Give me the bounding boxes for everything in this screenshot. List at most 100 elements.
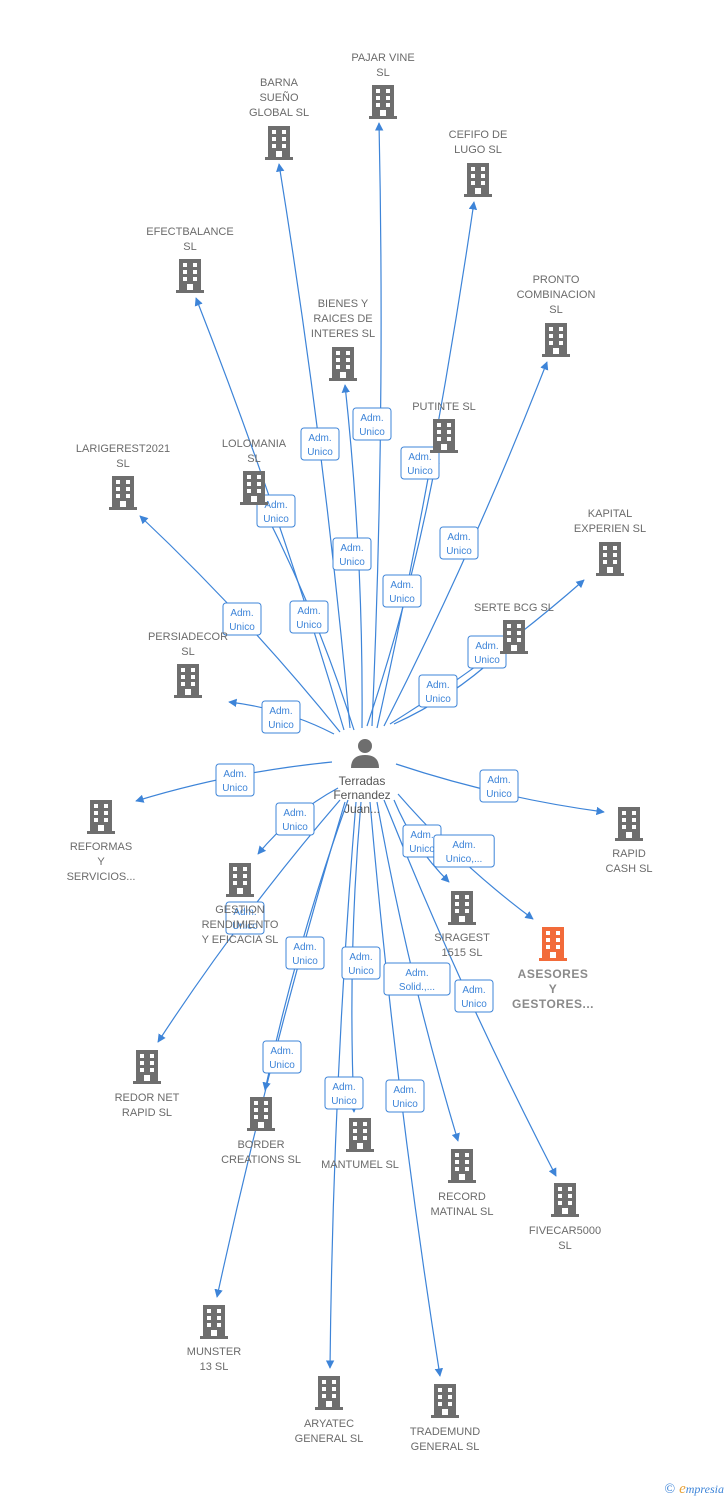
role-badge-box <box>285 936 325 970</box>
role-badge-sirag[interactable]: Adm. Unico <box>402 824 442 858</box>
role-badge-mantumel[interactable]: Adm.Unico <box>341 946 381 980</box>
role-line-2: Unico <box>461 999 487 1010</box>
role-badge-gestion[interactable]: Adm. Unico <box>275 802 315 836</box>
role-line-2: Unico <box>359 427 385 438</box>
role-badge-redor[interactable]: Adm.Unico <box>225 901 265 935</box>
company-name-line: COMBINACION <box>517 289 596 301</box>
company-name-line: SERVICIOS... <box>67 871 136 883</box>
role-line-2: Unico <box>486 789 512 800</box>
role-badge-serte[interactable]: Adm.Unico <box>418 674 458 708</box>
company-node-reformas[interactable]: REFORMASYSERVICIOS... <box>67 800 136 883</box>
company-name-line: MATINAL SL <box>431 1206 494 1218</box>
role-badge-lolomania[interactable]: Adm.Unico <box>289 600 329 634</box>
role-badge-larige[interactable]: Adm.Unico <box>222 602 262 636</box>
company-node-mantumel[interactable]: MANTUMEL SL <box>321 1118 399 1171</box>
role-badge-persia[interactable]: Adm.Unico <box>261 700 301 734</box>
role-badge-border[interactable]: Adm.Unico <box>285 936 325 970</box>
building-icon <box>265 126 293 160</box>
role-line-2: Unico <box>292 956 318 967</box>
company-name-line: GESTORES... <box>512 997 594 1011</box>
company-name-line: ASESORES <box>518 967 589 981</box>
building-icon <box>247 1097 275 1131</box>
role-badge-munster[interactable]: Adm.Unico <box>262 1040 302 1074</box>
building-icon <box>87 800 115 834</box>
role-badge-box <box>300 427 340 461</box>
company-node-serte[interactable]: SERTE BCG SL <box>474 602 554 654</box>
role-badge-box <box>215 763 255 797</box>
role-line-2: Unico <box>229 622 255 633</box>
role-line-2: Unico <box>282 822 308 833</box>
role-badge-pajar[interactable]: Adm.Unico <box>352 407 392 441</box>
role-line-1: Adm. <box>297 606 320 617</box>
role-badge-box <box>225 901 265 935</box>
role-badge-pronto[interactable]: Adm.Unico <box>439 526 479 560</box>
role-badge-aryatec[interactable]: Adm.Unico <box>324 1076 364 1110</box>
building-icon <box>346 1118 374 1152</box>
company-node-asesores[interactable]: ASESORESYGESTORES... <box>512 927 594 1011</box>
role-badge-box <box>341 946 381 980</box>
role-badge-record[interactable]: Adm.Solid.,... <box>383 962 451 996</box>
building-icon <box>551 1183 579 1217</box>
role-line-2: Unico <box>339 557 365 568</box>
company-name-line: RENDIMIENTO <box>202 919 279 931</box>
building-icon <box>315 1376 343 1410</box>
role-line-2: Unico <box>232 921 258 932</box>
company-name-line: ARYATEC <box>304 1418 354 1430</box>
role-badge-asesores[interactable]: Adm.Unico,... <box>433 834 495 868</box>
copyright-symbol: © <box>664 1482 676 1497</box>
role-badge-reformas[interactable]: Adm.Unico <box>215 763 255 797</box>
company-name-line: SL <box>247 453 260 465</box>
company-name-line: BARNA <box>260 77 299 89</box>
company-node-record[interactable]: RECORD MATINAL SL <box>431 1149 494 1218</box>
company-name-line: MUNSTER <box>187 1346 241 1358</box>
role-badge-box <box>433 834 495 868</box>
company-name-line: PRONTO <box>533 274 580 286</box>
role-badge-cefifo[interactable]: Adm.Unico <box>400 446 440 480</box>
role-badge-putinte[interactable]: Adm.Unico <box>382 574 422 608</box>
company-name-line: 1515 SL <box>442 947 483 959</box>
role-line-1: Adm. <box>283 808 306 819</box>
building-icon <box>430 419 458 453</box>
role-line-1: Adm. <box>487 775 510 786</box>
role-line-1: Adm. <box>410 830 433 841</box>
role-badge-box <box>324 1076 364 1110</box>
center-person[interactable]: TerradasFernandezJuan... <box>333 739 391 816</box>
center-name-line: Juan... <box>344 802 380 816</box>
role-badge-fivecar[interactable]: Adm.Unico <box>454 979 494 1013</box>
role-badge-barna[interactable]: Adm.Unico <box>300 427 340 461</box>
building-icon <box>200 1305 228 1339</box>
role-line-2: Unico <box>348 966 374 977</box>
role-line-1: Adm. <box>447 532 470 543</box>
company-node-putinte[interactable]: PUTINTE SL <box>412 401 476 453</box>
building-icon <box>240 471 268 505</box>
role-line-1: Adm. <box>426 680 449 691</box>
role-line-2: Unico <box>409 844 435 855</box>
role-badge-rapidcash[interactable]: Adm. Unico <box>479 769 519 803</box>
role-badge-trademund[interactable]: Adm.Unico <box>385 1079 425 1113</box>
role-badge-bienes[interactable]: Adm.Unico <box>332 537 372 571</box>
building-icon <box>133 1050 161 1084</box>
role-badge-box <box>382 574 422 608</box>
company-name-line: RECORD <box>438 1191 486 1203</box>
company-name-line: GENERAL SL <box>411 1441 480 1453</box>
role-badge-box <box>385 1079 425 1113</box>
